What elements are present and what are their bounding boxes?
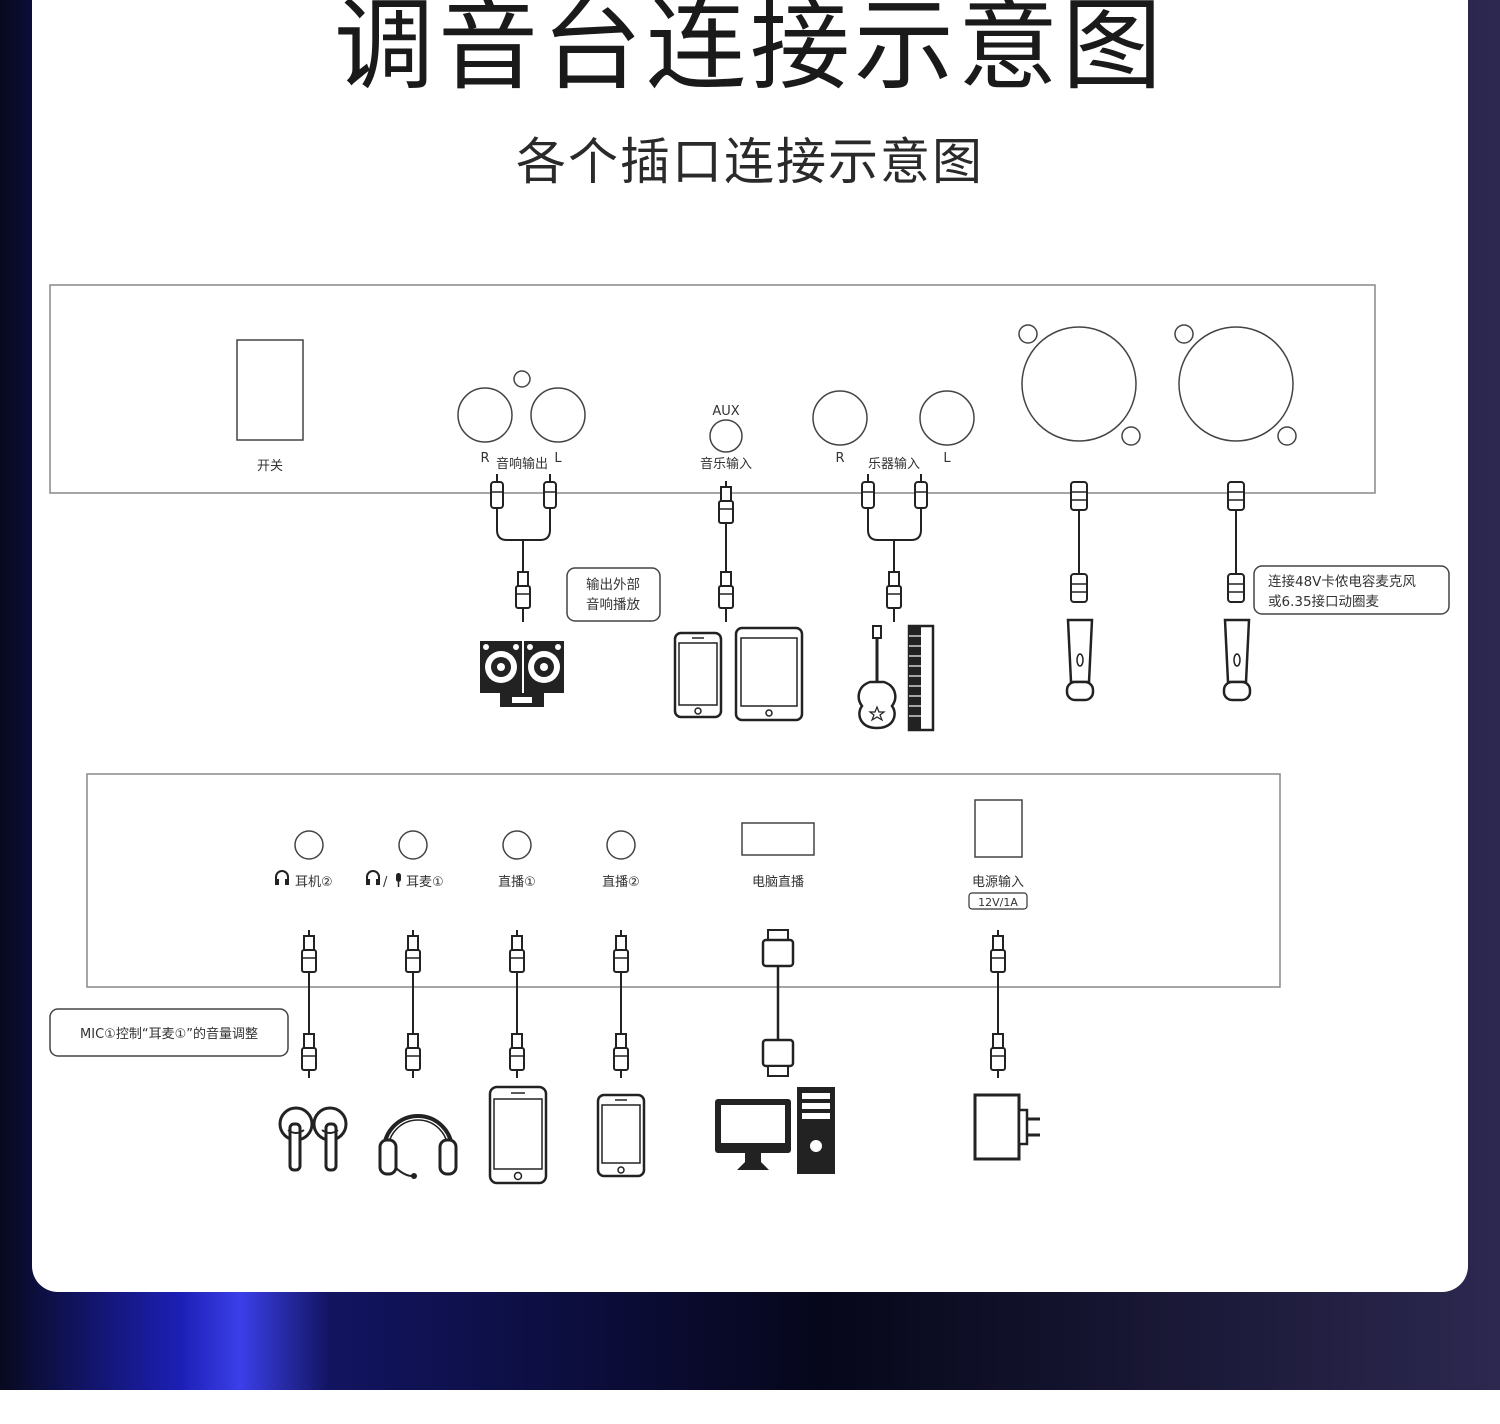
mic-note-line2: 或6.35接口动圈麦: [1268, 593, 1380, 610]
live1-jack[interactable]: [502, 830, 532, 860]
instrument-y-cable: [861, 473, 928, 622]
power-port[interactable]: [974, 799, 1023, 858]
power-spec: 12V/1A: [978, 896, 1018, 909]
phone-icon: [488, 1085, 548, 1185]
live2-jack[interactable]: [606, 830, 636, 860]
mic-cable-1: [1070, 481, 1088, 603]
mic-input-2-jack[interactable]: [1178, 326, 1294, 442]
headset1-jack[interactable]: [398, 830, 428, 860]
slash-separator: /: [383, 875, 388, 890]
mic-small-icon: [396, 873, 401, 887]
instrument-in-r-jack[interactable]: [812, 390, 868, 446]
mic-note-box: [1253, 565, 1450, 615]
screw-hole: [1174, 324, 1194, 344]
power-adapter-icon: [973, 1093, 1040, 1161]
page-subtitle: 各个插口连接示意图: [516, 133, 984, 191]
microphone-icon: [1065, 618, 1095, 702]
tablet-icon: [734, 626, 804, 722]
usb-port[interactable]: [741, 822, 815, 856]
power-spec-badge: [968, 892, 1028, 910]
headphone2-label: 耳机②: [295, 875, 333, 890]
mic-note-line1: 连接48V卡侬电容麦克风: [1268, 573, 1416, 590]
microphone-icon: [1222, 618, 1252, 702]
top-panel: [49, 284, 1376, 494]
headset1-label: 耳麦①: [406, 875, 444, 890]
instrument-in-label: 乐器输入: [868, 456, 920, 472]
screw-hole: [1277, 426, 1297, 446]
live1-label: 直播①: [498, 875, 536, 890]
instrument-in-l-label: L: [943, 451, 951, 466]
speaker-note-line1: 输出外部: [586, 577, 640, 593]
usb-cable-icon: [761, 929, 795, 1077]
screw-hole: [1018, 324, 1038, 344]
aux-label: 音乐输入: [700, 456, 752, 472]
speaker-out-l-label: L: [554, 451, 562, 466]
mic1-note-box: [49, 1008, 289, 1057]
rca-y-cable: [490, 473, 557, 622]
guitar-icon: [857, 625, 897, 730]
live2-label: 直播②: [602, 875, 640, 890]
headphone2-jack[interactable]: [294, 830, 324, 860]
speaker-note-box: [566, 567, 661, 622]
phone-icon: [673, 631, 723, 719]
audio-plug-icon: [301, 929, 1006, 1078]
aux-jack[interactable]: [709, 419, 743, 453]
screw-hole: [1121, 426, 1141, 446]
keyboard-icon: [907, 624, 935, 732]
power-label: 电源输入: [972, 874, 1024, 890]
instrument-in-l-jack[interactable]: [919, 390, 975, 446]
speaker-out-r-jack[interactable]: [457, 387, 513, 443]
monitor-icon: [715, 1099, 791, 1170]
screw-hole: [513, 370, 531, 388]
speaker-out-label: 音响输出: [496, 456, 548, 472]
headphone-icon: [365, 870, 381, 886]
aux-cable: [718, 480, 734, 622]
page-title: 调音台连接示意图: [334, 0, 1166, 104]
instrument-in-r-label: R: [835, 451, 844, 466]
pc-tower-icon: [797, 1087, 835, 1174]
mic-input-1-jack[interactable]: [1021, 326, 1137, 442]
bottom-panel: [86, 773, 1281, 988]
headphone-icon: [274, 870, 290, 886]
headphones-icon: [378, 1114, 458, 1179]
speaker-out-r-label: R: [480, 451, 489, 466]
speaker-out-l-jack[interactable]: [530, 387, 586, 443]
switch-icon[interactable]: [236, 339, 304, 441]
speaker-icon: [480, 641, 564, 707]
phone-icon: [596, 1093, 646, 1178]
mic1-note: MIC①控制“耳麦①”的音量调整: [80, 1026, 258, 1042]
earbuds-icon: [278, 1106, 348, 1172]
pc-live-label: 电脑直播: [752, 875, 804, 890]
mic-cable-2: [1227, 481, 1245, 603]
aux-top-label: AUX: [712, 404, 739, 419]
speaker-note-line2: 音响播放: [586, 596, 640, 613]
switch-label: 开关: [257, 459, 283, 474]
